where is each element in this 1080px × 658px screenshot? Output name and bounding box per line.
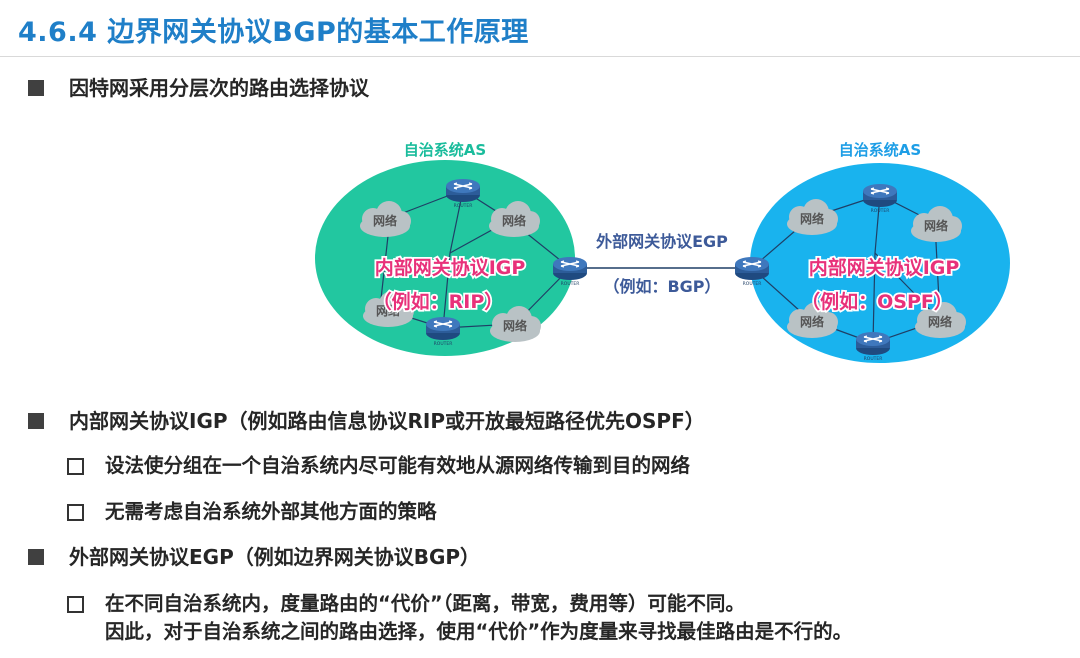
egp-example: （例如：BGP） xyxy=(603,277,720,296)
igp-bullet-text: 内部网关协议IGP（例如路由信息协议RIP或开放最短路径优先OSPF） xyxy=(69,409,705,433)
router-label: ROUTER xyxy=(561,281,580,287)
router-label: ROUTER xyxy=(454,203,473,209)
router-icon xyxy=(734,256,770,281)
igp-sub-bullet-2: 无需考虑自治系统外部其他方面的策略 xyxy=(67,498,437,526)
page-title: 4.6.4 边界网关协议BGP的基本工作原理 xyxy=(18,17,529,48)
router-label: ROUTER xyxy=(871,208,890,214)
egp-sub-bullet-1: 在不同自治系统内，度量路由的“代价”（距离，带宽，费用等）可能不同。 因此，对于… xyxy=(67,590,852,646)
right-cloud-label-3: 网络 xyxy=(800,314,824,329)
hollow-square-bullet-icon xyxy=(67,596,84,613)
router-icon xyxy=(425,316,461,341)
hollow-square-bullet-icon xyxy=(67,504,84,521)
right-cloud-label-4: 网络 xyxy=(928,314,952,329)
left-igp-label: 内部网关协议IGP xyxy=(375,256,526,279)
hollow-square-bullet-icon xyxy=(67,458,84,475)
egp-bullet-text: 外部网关协议EGP（例如边界网关协议BGP） xyxy=(69,545,481,569)
left-cloud-label-1: 网络 xyxy=(373,213,397,228)
title-divider xyxy=(0,56,1080,57)
left-cloud-label-2: 网络 xyxy=(502,213,526,228)
left-cloud-label-4: 网络 xyxy=(503,318,527,333)
right-as-label: 自治系统AS xyxy=(839,141,921,159)
right-igp-example: （例如：OSPF） xyxy=(801,290,953,313)
right-cloud-label-1: 网络 xyxy=(800,211,824,226)
router-label: ROUTER xyxy=(864,356,883,362)
egp-bullet: 外部网关协议EGP（例如边界网关协议BGP） xyxy=(28,544,480,570)
igp-bullet: 内部网关协议IGP（例如路由信息协议RIP或开放最短路径优先OSPF） xyxy=(28,408,705,434)
right-igp-label: 内部网关协议IGP xyxy=(809,256,960,279)
egp-sub-bullet-1-line-2: 因此，对于自治系统之间的路由选择，使用“代价”作为度量来寻找最佳路由是不行的。 xyxy=(105,620,853,643)
left-cloud-label-3: 网络 xyxy=(376,303,400,318)
router-icon xyxy=(855,331,891,356)
left-igp-example: （例如：RIP） xyxy=(373,290,504,313)
egp-label: 外部网关协议EGP xyxy=(595,232,728,251)
square-bullet-icon xyxy=(28,80,44,96)
igp-sub-bullet-1-text: 设法使分组在一个自治系统内尽可能有效地从源网络传输到目的网络 xyxy=(105,454,691,477)
intro-bullet-text: 因特网采用分层次的路由选择协议 xyxy=(69,76,369,100)
igp-sub-bullet-2-text: 无需考虑自治系统外部其他方面的策略 xyxy=(105,500,437,523)
left-as-label: 自治系统AS xyxy=(404,141,486,159)
router-icon xyxy=(552,256,588,281)
square-bullet-icon xyxy=(28,549,44,565)
router-icon xyxy=(862,183,898,208)
bgp-diagram: 自治系统AS 自治系统AS xyxy=(300,128,1020,378)
egp-sub-bullet-1-body: 在不同自治系统内，度量路由的“代价”（距离，带宽，费用等）可能不同。 因此，对于… xyxy=(105,590,852,646)
router-label: ROUTER xyxy=(743,281,762,287)
router-icon xyxy=(445,178,481,203)
intro-bullet: 因特网采用分层次的路由选择协议 xyxy=(28,75,369,101)
egp-sub-bullet-1-line-1: 在不同自治系统内，度量路由的“代价”（距离，带宽，费用等）可能不同。 xyxy=(105,592,745,615)
right-cloud-label-2: 网络 xyxy=(924,218,948,233)
router-label: ROUTER xyxy=(434,341,453,347)
square-bullet-icon xyxy=(28,413,44,429)
igp-sub-bullet-1: 设法使分组在一个自治系统内尽可能有效地从源网络传输到目的网络 xyxy=(67,452,690,480)
